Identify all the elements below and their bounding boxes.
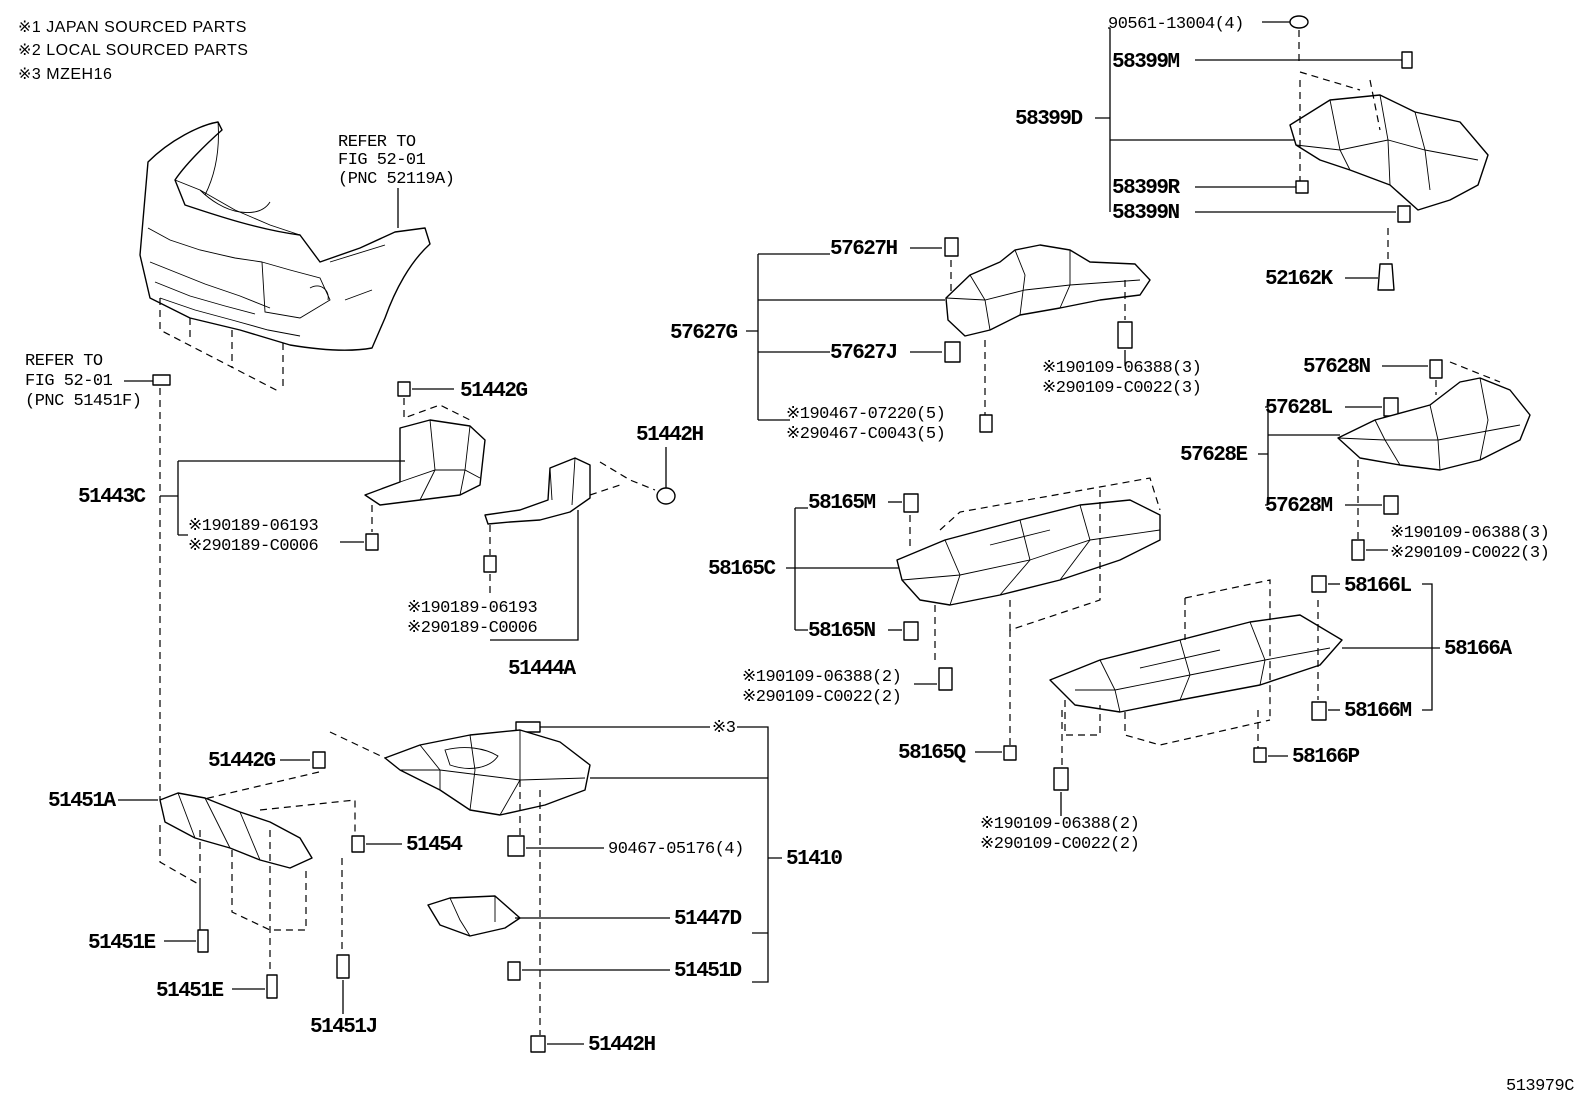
- part-57627-group: 57627H 57627G 57627J ※190467-07220(5) ※2…: [670, 237, 1202, 444]
- bumper-reference: REFER TO FIG 52-01 (PNC 52119A): [338, 133, 455, 228]
- grommet-icon: [397, 381, 411, 397]
- label-58399R: 58399R: [1112, 177, 1181, 200]
- part-51444A-group: 51442H ※190189-06193 ※290189-C0006 51444…: [407, 424, 705, 681]
- label-51443C-clip-2: ※290189-C0006: [188, 537, 318, 556]
- label-57627J: 57627J: [830, 342, 897, 365]
- label-51454: 51454: [406, 834, 462, 857]
- clip-icon: [1377, 263, 1395, 291]
- label-51443C: 51443C: [78, 486, 147, 509]
- ref-bracket-line1: REFER TO: [25, 352, 103, 371]
- clip-icon: [656, 487, 676, 505]
- label-51444A-clip-2: ※290189-C0006: [407, 619, 537, 638]
- label-57627G: 57627G: [670, 322, 738, 345]
- note-model: ※3 MZEH16: [18, 66, 112, 83]
- label-57628M: 57628M: [1265, 495, 1333, 518]
- label-58165C: 58165C: [708, 558, 777, 581]
- part-58166A-group: 58166L 58166A 58166M 58166P ※190109-0638…: [980, 575, 1514, 854]
- ref-bumper-line2: FIG 52-01: [338, 151, 426, 170]
- label-57627-bolt-1: ※190467-07220(5): [786, 405, 945, 424]
- ref-bumper-line3: (PNC 52119A): [338, 170, 454, 189]
- label-52162K: 52162K: [1265, 268, 1334, 291]
- label-57628N: 57628N: [1303, 356, 1371, 379]
- label-51444A-clip-1: ※190189-06193: [407, 599, 537, 618]
- label-51451E-2: 51451E: [156, 980, 224, 1003]
- label-58166L: 58166L: [1344, 575, 1412, 598]
- part-58399-group: 90561-13004(4) 58399M 58399D 58399R 5839…: [1015, 15, 1489, 291]
- part-51410-group: ※3 51410 51442G 51451A 51454 90467-05176…: [48, 719, 844, 1057]
- label-51451A: 51451A: [48, 790, 117, 813]
- note-japan-sourced: ※1 JAPAN SOURCED PARTS: [18, 19, 247, 36]
- label-58399D: 58399D: [1015, 108, 1083, 131]
- ref-bracket-line2: FIG 52-01: [25, 372, 113, 391]
- label-58165Q: 58165Q: [898, 742, 966, 765]
- label-51442G-bottom: 51442G: [208, 750, 276, 773]
- label-51451J: 51451J: [310, 1016, 377, 1039]
- label-51451D: 51451D: [674, 960, 742, 983]
- ref-bumper-line1: REFER TO: [338, 133, 416, 152]
- part-51443C-group: 51442G 51443C ※190189-06193 ※290189-C000…: [78, 380, 529, 556]
- label-51410: 51410: [786, 848, 842, 871]
- label-57627-bolt-2: ※290467-C0043(5): [786, 425, 945, 444]
- label-57627H: 57627H: [830, 238, 898, 261]
- label-58399N: 58399N: [1112, 202, 1180, 225]
- label-58399M: 58399M: [1112, 51, 1180, 74]
- bumper-dashed-guides: [159, 298, 284, 393]
- label-58166-screw-2: ※290109-C0022(2): [980, 835, 1139, 854]
- legend-notes: ※1 JAPAN SOURCED PARTS ※2 LOCAL SOURCED …: [18, 19, 248, 83]
- label-57628E: 57628E: [1180, 444, 1248, 467]
- bracket-reference: REFER TO FIG 52-01 (PNC 51451F): [25, 352, 171, 800]
- label-51442H-top: 51442H: [636, 424, 704, 447]
- label-58166-screw-1: ※190109-06388(2): [980, 815, 1139, 834]
- label-51442H-bottom: 51442H: [588, 1034, 656, 1057]
- label-90561-13004: 90561-13004(4): [1108, 15, 1244, 34]
- note-local-sourced: ※2 LOCAL SOURCED PARTS: [18, 42, 248, 59]
- part-57628-group: 57628N 57628L 57628E 57628M ※190109-0638…: [1180, 356, 1550, 563]
- label-51443C-clip-1: ※190189-06193: [188, 517, 318, 536]
- figure-id: 513979C: [1506, 1077, 1574, 1096]
- label-57628L: 57628L: [1265, 397, 1333, 420]
- label-57627-screw-1: ※190109-06388(3): [1042, 359, 1201, 378]
- label-51442G-top: 51442G: [460, 380, 528, 403]
- front-bumper-drawing: [139, 121, 431, 351]
- label-mark-3: ※3: [712, 719, 736, 738]
- label-58165N: 58165N: [808, 620, 876, 643]
- label-90467-05176: 90467-05176(4): [608, 840, 744, 859]
- nut-icon: [1289, 15, 1309, 29]
- label-51447D: 51447D: [674, 908, 742, 931]
- part-58165C-group: 58165M 58165C 58165N ※190109-06388(2) ※2…: [708, 477, 1161, 765]
- label-58165-screw-1: ※190109-06388(2): [742, 668, 901, 687]
- ref-bracket-line3: (PNC 51451F): [25, 392, 141, 411]
- label-58166A: 58166A: [1444, 638, 1513, 661]
- label-58165-screw-2: ※290109-C0022(2): [742, 688, 901, 707]
- label-57628-screw-1: ※190109-06388(3): [1390, 524, 1549, 543]
- label-57628-screw-2: ※290109-C0022(3): [1390, 544, 1549, 563]
- label-58166M: 58166M: [1344, 700, 1412, 723]
- label-58166P: 58166P: [1292, 746, 1360, 769]
- label-58165M: 58165M: [808, 492, 876, 515]
- label-51451E-1: 51451E: [88, 932, 156, 955]
- label-51444A: 51444A: [508, 658, 577, 681]
- label-57627-screw-2: ※290109-C0022(3): [1042, 379, 1201, 398]
